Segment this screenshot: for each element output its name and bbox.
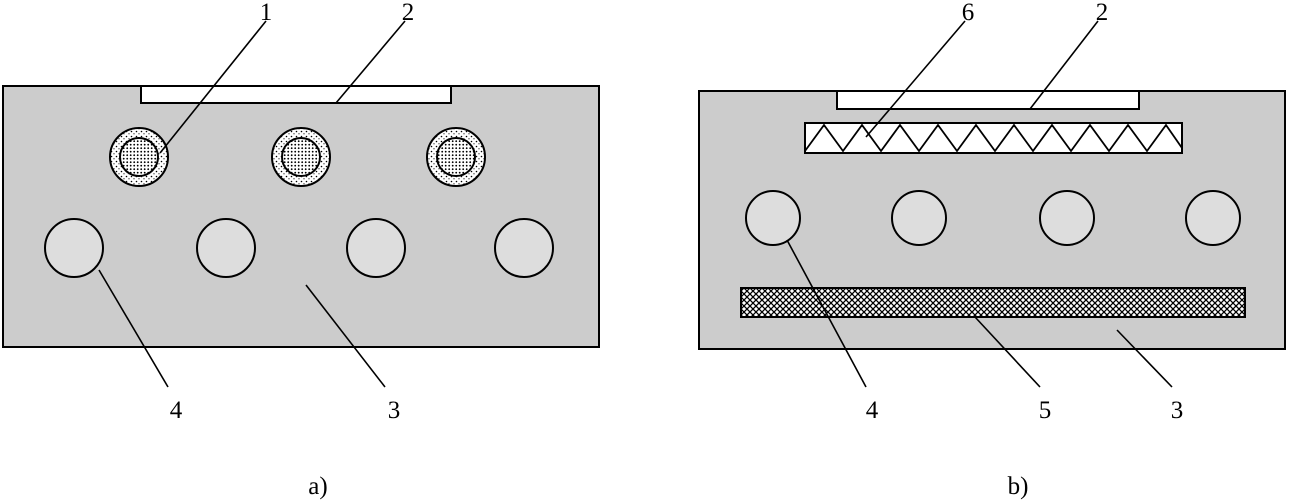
- label-5: 5: [1039, 397, 1052, 424]
- leader-line: [865, 20, 966, 138]
- leader-line: [1029, 20, 1099, 110]
- tube: [1039, 190, 1095, 246]
- crosshatch-strip: [740, 287, 1246, 318]
- label-2: 2: [1096, 0, 1109, 26]
- label-6: 6: [962, 0, 975, 26]
- zigzag-layer: [804, 122, 1183, 154]
- caption-a: a): [308, 473, 327, 500]
- leader-line: [98, 269, 169, 388]
- coated-tube: [271, 127, 331, 187]
- leader-line: [786, 239, 867, 388]
- panel-a-body: [2, 85, 600, 348]
- label-3: 3: [388, 397, 401, 424]
- leader-line: [305, 284, 386, 388]
- tube: [44, 218, 104, 278]
- leader-line: [335, 20, 406, 104]
- leader-line: [159, 20, 267, 154]
- coated-tube: [426, 127, 486, 187]
- label-3: 3: [1171, 397, 1184, 424]
- coated-tube: [109, 127, 169, 187]
- tube: [745, 190, 801, 246]
- leader-line: [974, 316, 1041, 388]
- caption-b: b): [1008, 473, 1029, 500]
- leader-line: [1116, 329, 1173, 388]
- label-4: 4: [170, 397, 183, 424]
- panel-a: 1 2 4 3 a): [2, 0, 600, 500]
- tube: [494, 218, 554, 278]
- tube: [1185, 190, 1241, 246]
- label-4: 4: [866, 397, 879, 424]
- panel-b: 6 2 4 5 3 b): [698, 0, 1286, 500]
- label-1: 1: [260, 0, 273, 26]
- tube: [346, 218, 406, 278]
- label-2: 2: [402, 0, 415, 26]
- panel-b-top-strip: [836, 90, 1140, 110]
- panel-a-top-strip: [140, 85, 452, 104]
- tube: [196, 218, 256, 278]
- tube: [891, 190, 947, 246]
